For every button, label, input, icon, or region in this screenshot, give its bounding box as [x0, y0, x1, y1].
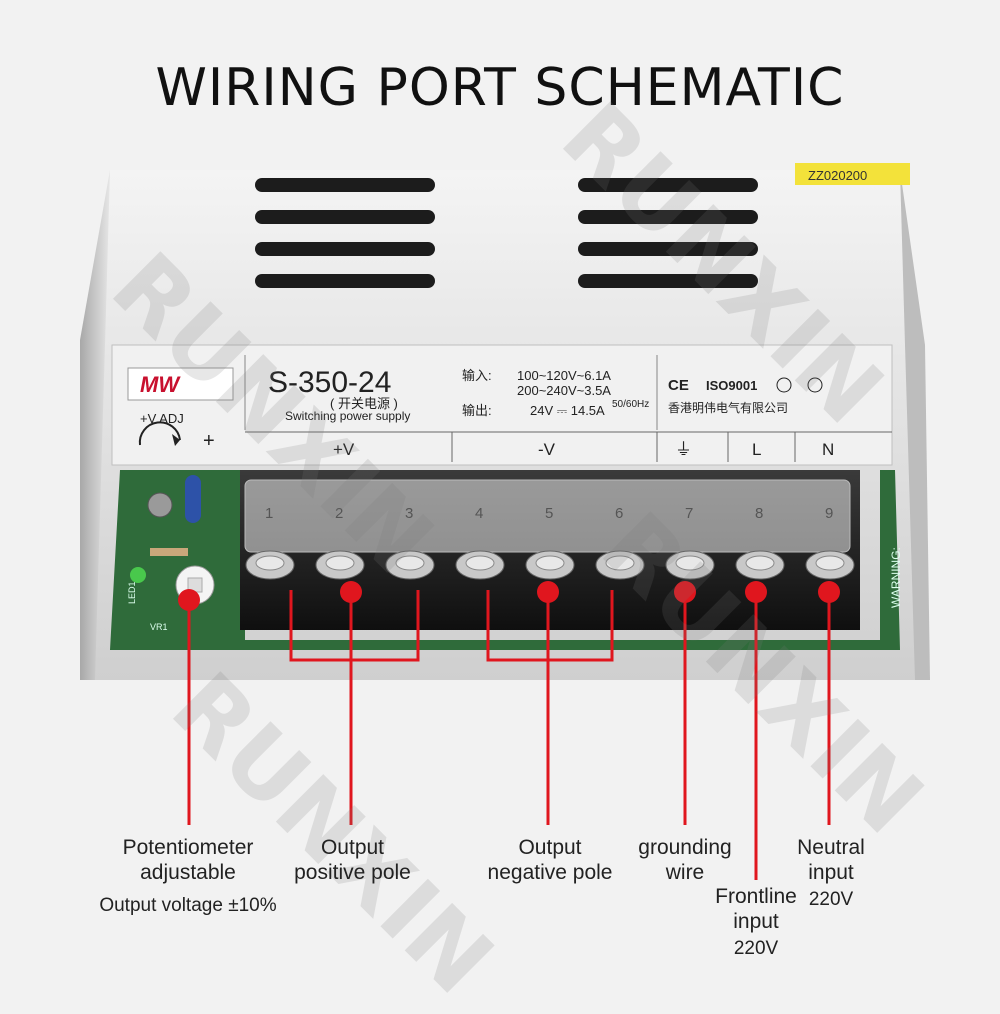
callout-neutral-line1: Neutral: [797, 836, 865, 859]
model-cn: ( 开关电源 ): [330, 396, 398, 411]
adj-plus: +: [203, 430, 215, 452]
terminal-label-ground: ⏚: [675, 440, 692, 459]
callout-negative: Output negative pole: [480, 835, 620, 885]
terminal-number: 1: [265, 505, 273, 522]
dot-neutral: [818, 581, 840, 603]
callout-neutral-line2: input: [808, 861, 854, 884]
callout-dots: [178, 581, 840, 611]
output-cn: 输出:: [462, 403, 492, 418]
callout-potentiometer-sub: Output voltage ±10%: [99, 895, 277, 916]
callout-negative-line2: negative pole: [487, 861, 613, 884]
adj-arrow-icon: [138, 421, 181, 446]
terminal-screw-head: [255, 555, 285, 571]
callout-frontline: Frontline input 220V: [706, 884, 806, 964]
terminal-screws: 1 2 3 4 5 6 7 8 9: [245, 505, 855, 580]
output-spec: 24V ⎓ 14.5A: [530, 403, 605, 418]
callout-neutral: Neutral input 220V: [785, 835, 877, 915]
callout-ground: grounding wire: [630, 835, 740, 885]
terminal-number: 8: [755, 505, 763, 522]
model-en: Switching power supply: [285, 409, 410, 423]
dot-potentiometer: [178, 589, 200, 611]
vr-label: VR1: [150, 622, 168, 632]
terminal-number: 3: [405, 505, 413, 522]
terminal-screw-head: [815, 555, 845, 571]
input-spec-1: 100~120V~6.1A: [517, 368, 611, 383]
terminal-screw-head: [325, 555, 355, 571]
callout-potentiometer: Potentiometer adjustable Output voltage …: [88, 835, 288, 921]
terminal-block: [240, 470, 860, 630]
terminal-label-neutral: N: [822, 440, 834, 459]
capacitor: [185, 475, 201, 523]
input-spec-2: 200~240V~3.5A: [517, 383, 611, 398]
terminal-number: 9: [825, 505, 833, 522]
resistor: [150, 548, 188, 556]
callout-positive: Output positive pole: [290, 835, 415, 885]
callout-ground-line1: grounding: [638, 836, 732, 859]
spec-label: MW +V ADJ + S-350-24 ( 开关电源 ) Switching …: [111, 344, 893, 466]
terminal-number: 6: [615, 505, 623, 522]
callout-frontline-line2: input: [733, 910, 779, 933]
callout-frontline-sub: 220V: [733, 938, 779, 959]
callout-potentiometer-line2: adjustable: [140, 861, 236, 884]
adj-label: +V ADJ: [140, 411, 184, 426]
freq: 50/60Hz: [612, 399, 649, 410]
dot-frontline: [745, 581, 767, 603]
cert-icon-2: [807, 377, 823, 393]
terminal-number: 2: [335, 505, 343, 522]
callout-positive-line2: positive pole: [294, 861, 411, 884]
callout-ground-line2: wire: [665, 861, 705, 884]
callout-neutral-sub: 220V: [808, 889, 854, 910]
sticker-text: ZZ020200: [808, 168, 867, 183]
terminal-screw-head: [465, 555, 495, 571]
terminal-label-line: L: [752, 440, 761, 459]
cert-icon: [776, 377, 792, 393]
ventilation-slots: [255, 178, 758, 288]
led-label: LED1: [127, 581, 137, 604]
screw-icon: [147, 492, 173, 518]
ce-mark: CE: [668, 377, 689, 394]
callout-negative-line1: Output: [518, 836, 582, 859]
terminal-screw-head: [535, 555, 565, 571]
callout-lines: [187, 590, 831, 880]
terminal-screw-head: [675, 555, 705, 571]
terminal-screw-head: [395, 555, 425, 571]
input-cn: 输入:: [462, 368, 492, 383]
callout-frontline-line1: Frontline: [715, 885, 797, 908]
terminal-label-positive: +V: [333, 440, 355, 459]
terminal-screw-head: [605, 555, 635, 571]
terminal-number: 4: [475, 505, 483, 522]
dot-negative: [537, 581, 559, 603]
terminal-label-negative: -V: [538, 440, 556, 459]
terminal-screw-head: [745, 555, 775, 571]
page-title: WIRING PORT SCHEMATIC: [155, 58, 845, 118]
company-name: 香港明伟电气有限公司: [668, 400, 788, 415]
model-number: S-350-24: [268, 366, 391, 399]
callout-potentiometer-line1: Potentiometer: [122, 836, 254, 859]
dot-ground: [674, 581, 696, 603]
terminal-number: 7: [685, 505, 693, 522]
brand-logo: MW: [140, 372, 181, 397]
callout-positive-line1: Output: [320, 836, 385, 859]
dot-positive: [340, 581, 362, 603]
led: [130, 567, 146, 583]
iso-mark: ISO9001: [706, 378, 757, 393]
warning-label: WARNING:: [889, 547, 903, 608]
side-sticker: ZZ020200: [795, 163, 910, 185]
terminal-number: 5: [545, 505, 553, 522]
